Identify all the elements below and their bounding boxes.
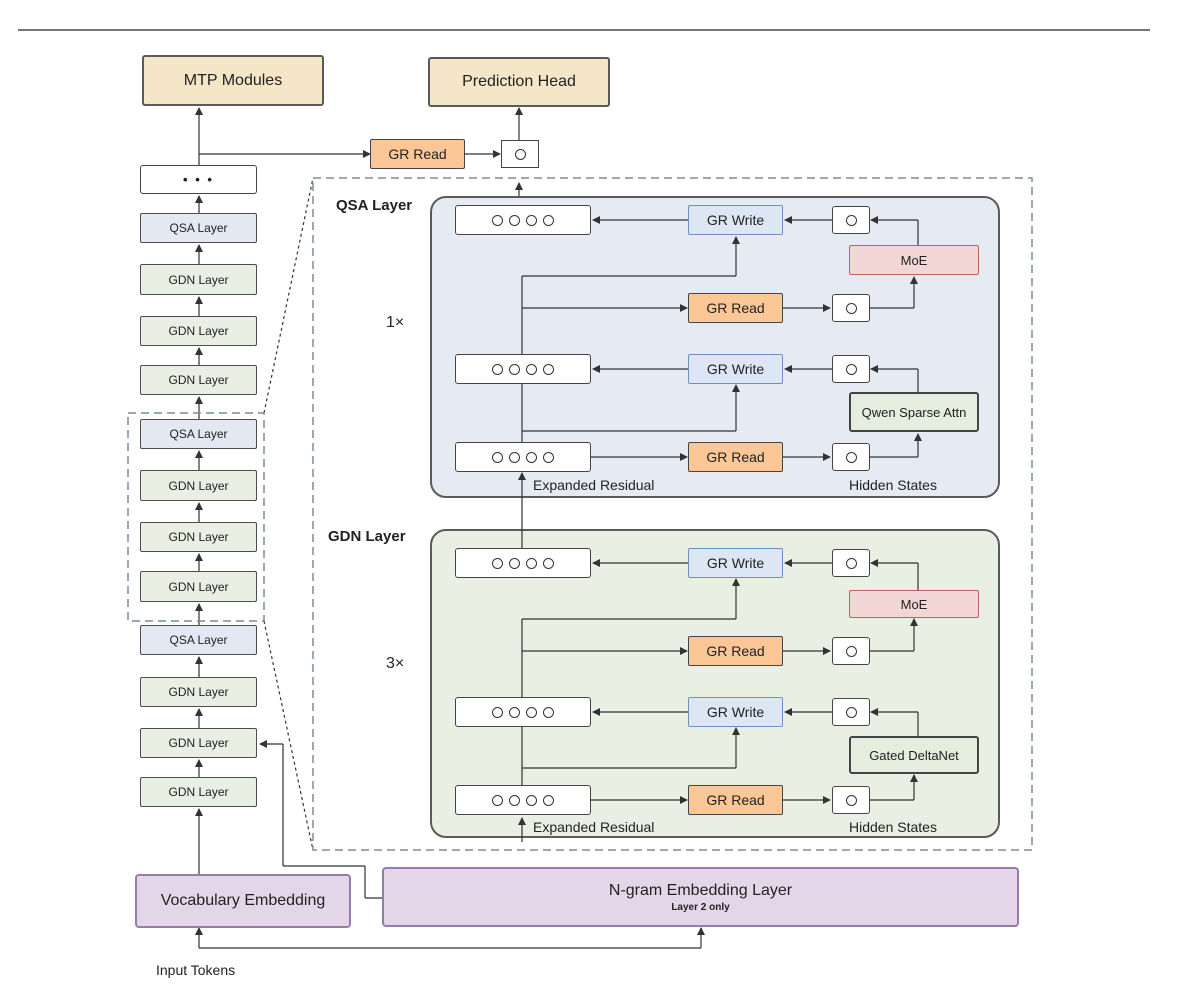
stack-layer-6: GDN Layer xyxy=(140,470,257,501)
circle-icon xyxy=(845,557,857,569)
gr-read-top: GR Read xyxy=(370,139,465,169)
hidden-node-qsa-bottom xyxy=(832,443,870,471)
gr-read-gdn-mid: GR Read xyxy=(688,636,783,666)
ngram-note: Layer 2 only xyxy=(671,901,730,913)
circle-icon xyxy=(845,451,857,463)
qsa-panel-title: QSA Layer xyxy=(336,197,413,214)
circle-icon xyxy=(543,363,554,375)
circle-icon xyxy=(526,706,537,718)
qsa-multiplier: 1× xyxy=(386,314,405,331)
circle-icon xyxy=(526,794,537,806)
qwen-sparse-attn: Qwen Sparse Attn xyxy=(849,392,979,432)
stack-layer-12: GDN Layer xyxy=(140,777,257,807)
circle-icon xyxy=(509,214,520,226)
gdn-residual-label: Expanded Residual xyxy=(533,819,655,835)
residual-stream-bottom xyxy=(455,442,591,472)
gr-write-qsa-mid: GR Write xyxy=(688,354,783,384)
hidden-node-gdn-mid xyxy=(832,637,870,665)
ngram-embedding-layer: N-gram Embedding Layer Layer 2 only xyxy=(382,867,1019,927)
gdn-residual-stream-mid xyxy=(455,697,591,727)
circle-icon xyxy=(845,214,857,226)
gr-read-gdn-bottom: GR Read xyxy=(688,785,783,815)
circle-icon xyxy=(845,706,857,718)
ngram-title: N-gram Embedding Layer xyxy=(608,881,793,899)
circle-icon xyxy=(509,794,520,806)
merge-node-top xyxy=(501,140,539,168)
stack-layer-11: GDN Layer xyxy=(140,728,257,758)
gr-read-qsa-bottom: GR Read xyxy=(688,442,783,472)
circle-icon xyxy=(543,214,554,226)
residual-stream-mid xyxy=(455,354,591,384)
stack-layer-2: GDN Layer xyxy=(140,264,257,295)
vocabulary-embedding: Vocabulary Embedding xyxy=(135,874,351,928)
hidden-node-qsa-mid xyxy=(832,294,870,322)
stack-layer-7: GDN Layer xyxy=(140,522,257,552)
hidden-node-qsa-attn xyxy=(832,355,870,383)
prediction-head: Prediction Head xyxy=(428,57,610,107)
qsa-residual-label: Expanded Residual xyxy=(533,477,655,493)
circle-icon xyxy=(543,557,554,569)
stack-layer-1: QSA Layer xyxy=(140,213,257,243)
circle-icon xyxy=(845,645,857,657)
circle-icon xyxy=(492,706,503,718)
gr-read-qsa-mid: GR Read xyxy=(688,293,783,323)
circle-icon xyxy=(509,557,520,569)
gdn-residual-stream-top xyxy=(455,548,591,578)
circle-icon xyxy=(492,794,503,806)
gdn-residual-stream-bottom xyxy=(455,785,591,815)
circle-icon xyxy=(492,557,503,569)
circle-icon xyxy=(509,363,520,375)
input-tokens-label: Input Tokens xyxy=(156,962,236,978)
circle-icon xyxy=(514,148,526,160)
circle-icon xyxy=(526,363,537,375)
hidden-node-qsa-top xyxy=(832,206,870,234)
circle-icon xyxy=(509,451,520,463)
gr-write-gdn-mid: GR Write xyxy=(688,697,783,727)
stack-layer-3: GDN Layer xyxy=(140,316,257,346)
circle-icon xyxy=(543,451,554,463)
gdn-hidden-label: Hidden States xyxy=(849,819,937,835)
circle-icon xyxy=(492,363,503,375)
qsa-hidden-label: Hidden States xyxy=(849,477,937,493)
gated-deltanet: Gated DeltaNet xyxy=(849,736,979,774)
circle-icon xyxy=(526,451,537,463)
circle-icon xyxy=(526,214,537,226)
hidden-node-gdn-attn xyxy=(832,698,870,726)
circle-icon xyxy=(845,363,857,375)
circle-icon xyxy=(543,794,554,806)
stack-layer-8: GDN Layer xyxy=(140,571,257,602)
stack-layer-9: QSA Layer xyxy=(140,625,257,655)
ellipsis-box: • • • xyxy=(140,165,257,194)
circle-icon xyxy=(845,794,857,806)
gdn-panel-title: GDN Layer xyxy=(328,528,406,545)
mtp-modules: MTP Modules xyxy=(142,55,324,106)
stack-layer-5: QSA Layer xyxy=(140,419,257,449)
stack-layer-4: GDN Layer xyxy=(140,365,257,395)
gr-write-gdn-top: GR Write xyxy=(688,548,783,578)
stack-layer-10: GDN Layer xyxy=(140,677,257,707)
gr-write-qsa-top: GR Write xyxy=(688,205,783,235)
residual-stream-top xyxy=(455,205,591,235)
circle-icon xyxy=(845,302,857,314)
moe-qsa: MoE xyxy=(849,245,979,275)
circle-icon xyxy=(526,557,537,569)
gdn-multiplier: 3× xyxy=(386,655,405,672)
circle-icon xyxy=(543,706,554,718)
circle-icon xyxy=(492,214,503,226)
circle-icon xyxy=(492,451,503,463)
circle-icon xyxy=(509,706,520,718)
moe-gdn: MoE xyxy=(849,590,979,618)
hidden-node-gdn-bottom xyxy=(832,786,870,814)
hidden-node-gdn-top xyxy=(832,549,870,577)
